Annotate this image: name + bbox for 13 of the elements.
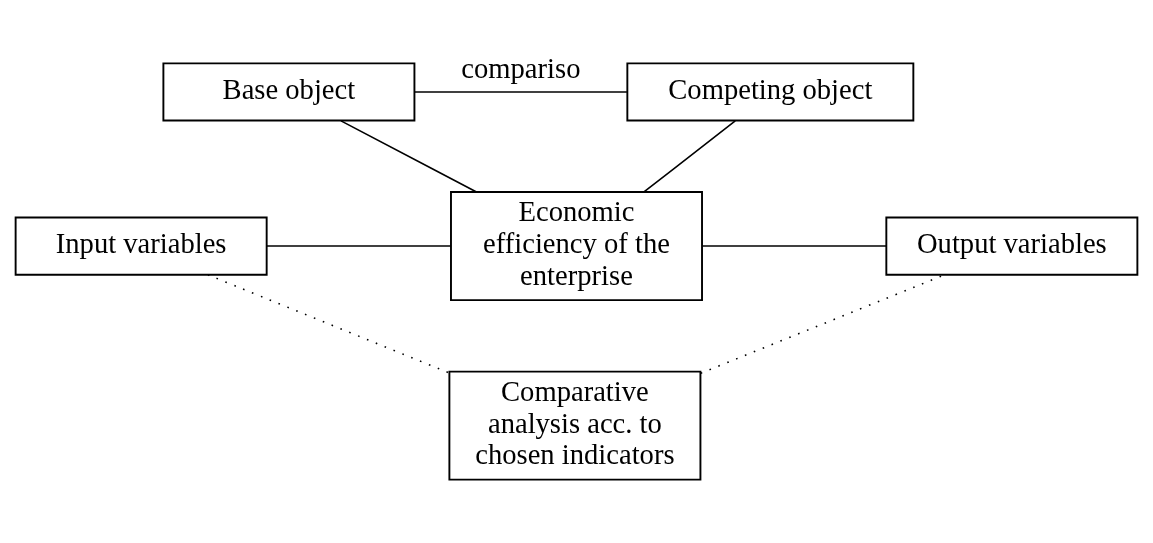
node-box: Comparative analysis acc. to chosen indicators xyxy=(448,370,702,481)
connector xyxy=(643,120,737,193)
connector xyxy=(413,91,628,93)
edge-label: compariso xyxy=(461,53,581,85)
connector xyxy=(701,245,888,247)
connector xyxy=(207,274,450,374)
node-box: Competing object xyxy=(626,62,915,122)
node-box: Output variables xyxy=(885,216,1139,276)
node-box: Economic efficiency of the enterprise xyxy=(450,191,703,302)
node-box: Base object xyxy=(162,62,416,122)
connector xyxy=(340,120,478,193)
connector xyxy=(265,245,452,247)
node-box: Input variables xyxy=(14,216,268,276)
